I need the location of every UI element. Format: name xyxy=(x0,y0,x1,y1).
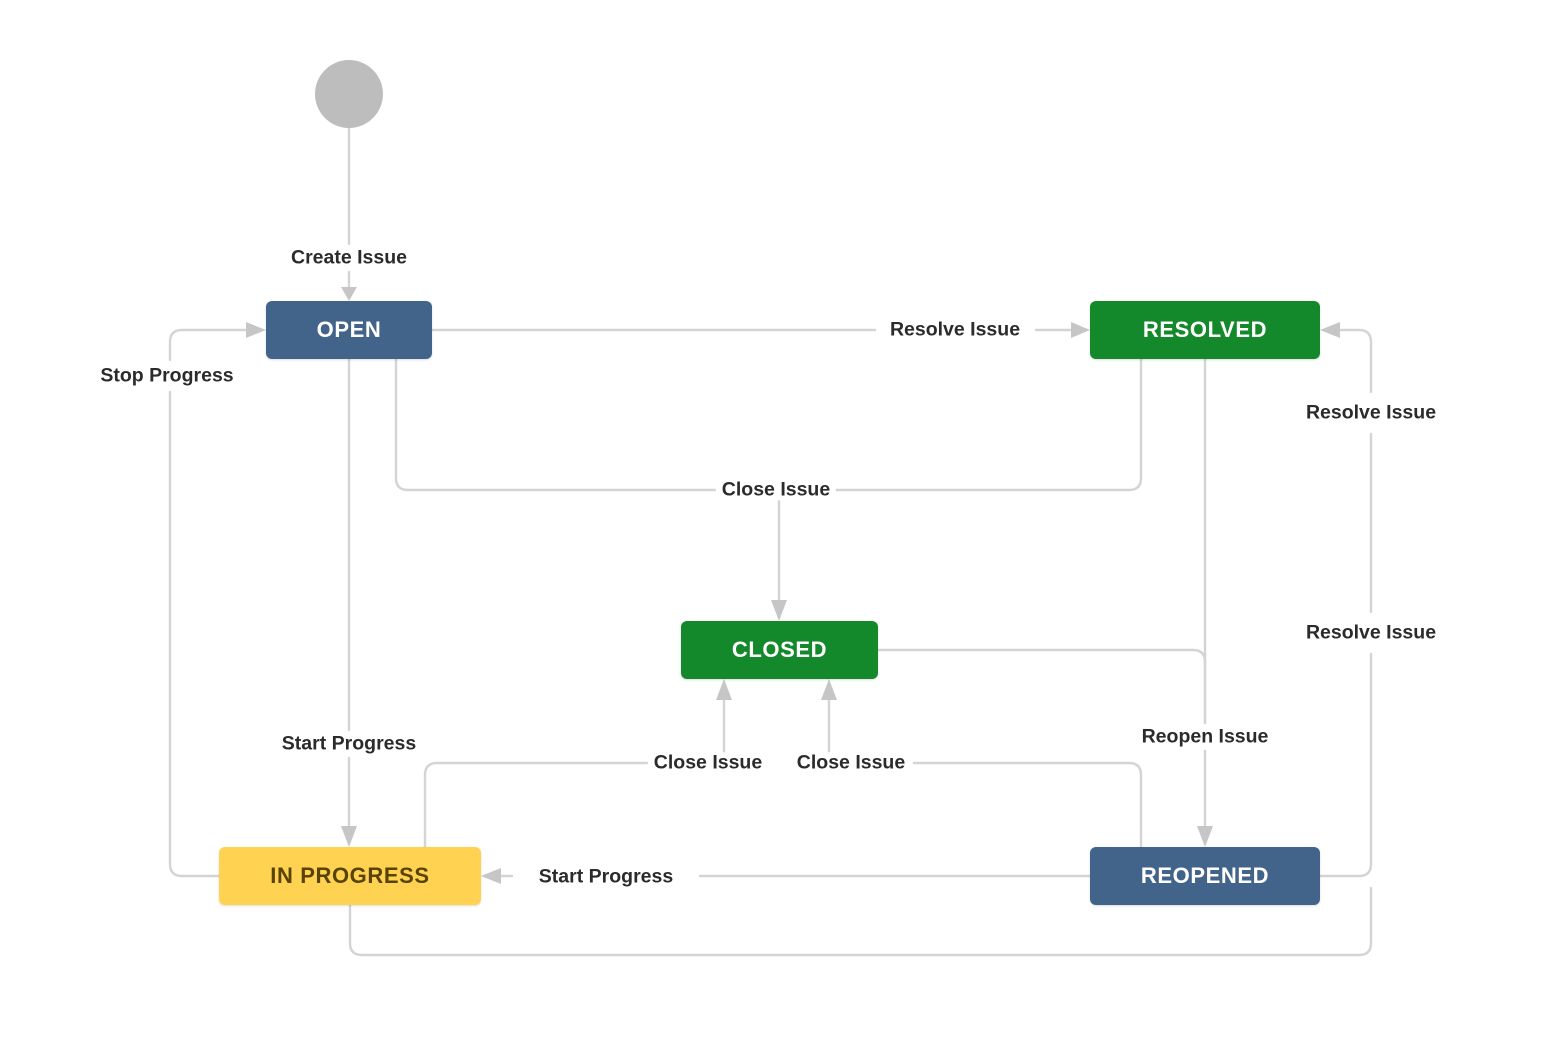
edge-reopened-resolved-c xyxy=(1339,328,1373,394)
edge-inprogress-resolved xyxy=(348,886,1373,957)
edge-reopened-resolved xyxy=(1318,652,1373,878)
start-state-node[interactable] xyxy=(315,60,383,128)
node-reopened[interactable]: REOPENED xyxy=(1090,847,1320,905)
arrow-reopened-inprogress xyxy=(481,868,501,884)
edge-label-reopen-issue: Reopen Issue xyxy=(1135,725,1275,748)
arrow-open-inprogress xyxy=(341,826,357,847)
node-open[interactable]: OPEN xyxy=(266,301,432,359)
edge-inprogress-closed xyxy=(423,761,650,849)
edge-label-stop-progress: Stop Progress xyxy=(94,364,240,387)
node-in-progress-label: IN PROGRESS xyxy=(270,863,430,888)
arrow-inprogress-open xyxy=(246,322,266,338)
edge-label-resolve-issue-bottom: Resolve Issue xyxy=(1299,621,1443,644)
edge-open-closed-b xyxy=(834,357,1143,492)
node-resolved-label: RESOLVED xyxy=(1142,317,1268,342)
arrow-resolved-reopened xyxy=(1197,826,1213,847)
arrow-reopened-resolved xyxy=(1320,322,1340,338)
edge-label-close-issue-open: Close Issue xyxy=(715,478,837,501)
node-in-progress[interactable]: IN PROGRESS xyxy=(219,847,481,905)
edge-label-close-issue-right: Close Issue xyxy=(790,751,912,774)
node-reopened-label: REOPENED xyxy=(1140,863,1270,888)
arrow-close-issue-drop xyxy=(771,600,787,621)
node-closed[interactable]: CLOSED xyxy=(681,621,878,679)
edge-inprogress-open-b xyxy=(168,328,247,362)
edge-inprogress-open xyxy=(168,390,221,878)
node-resolved[interactable]: RESOLVED xyxy=(1090,301,1320,359)
edge-closed-reopened xyxy=(876,648,1207,725)
edge-reopened-closed xyxy=(912,761,1143,849)
node-open-label: OPEN xyxy=(316,317,382,342)
edge-label-resolve-issue-open: Resolve Issue xyxy=(883,318,1027,341)
arrow-reopened-closed xyxy=(821,679,837,700)
arrow-inprogress-closed xyxy=(716,679,732,700)
arrow-create-issue xyxy=(341,287,357,301)
arrow-open-resolved xyxy=(1071,322,1090,338)
node-closed-label: CLOSED xyxy=(731,637,828,662)
edge-label-create-issue: Create Issue xyxy=(285,246,413,269)
edge-label-start-progress-reopened: Start Progress xyxy=(532,865,680,888)
edge-label-start-progress-open: Start Progress xyxy=(275,732,423,755)
edge-open-closed xyxy=(394,357,718,492)
edge-label-close-issue-left: Close Issue xyxy=(647,751,769,774)
edge-label-resolve-issue-reopened: Resolve Issue xyxy=(1299,401,1443,424)
